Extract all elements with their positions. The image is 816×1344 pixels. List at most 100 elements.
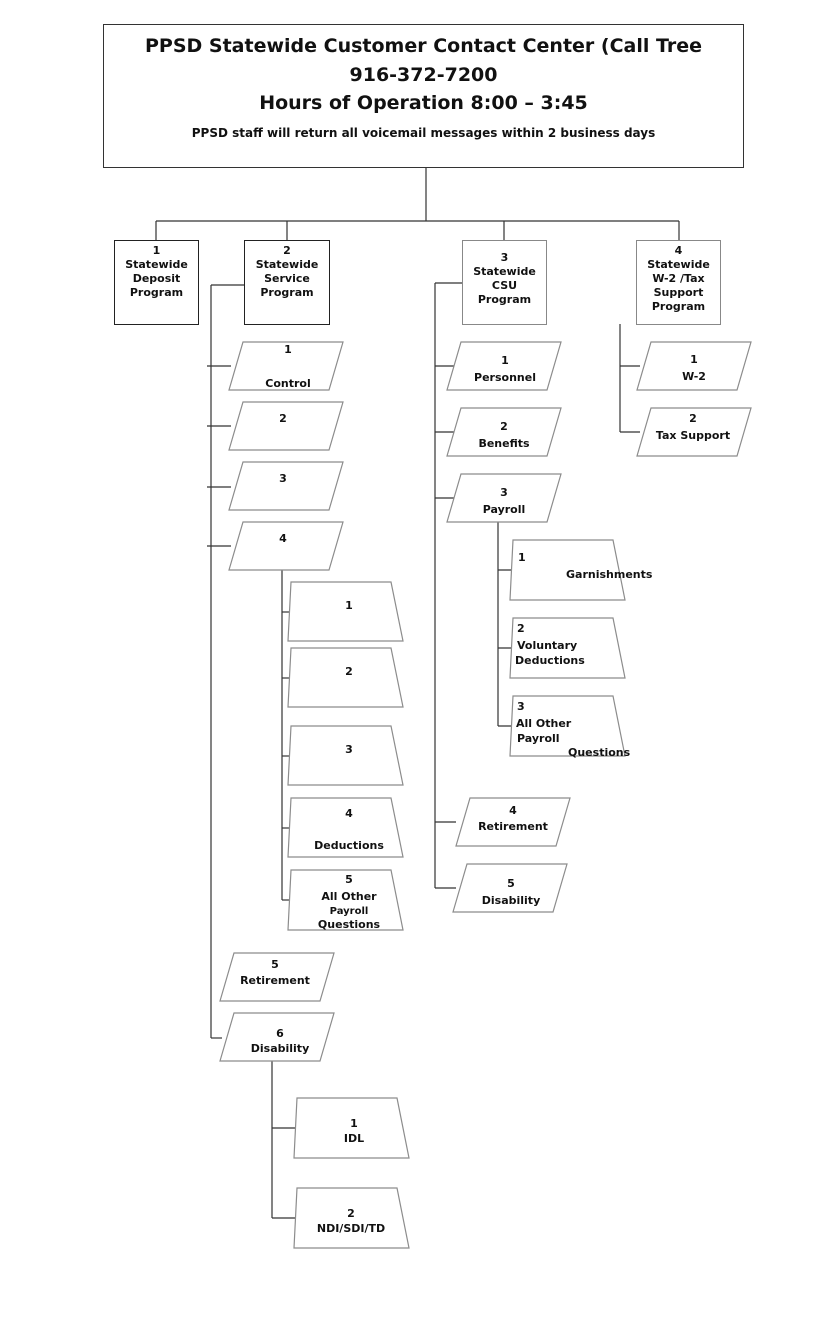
parallelogram-shape: [228, 401, 344, 451]
node-label: Disability: [251, 1042, 310, 1055]
top-node-2-service: 2 Statewide Service Program: [244, 240, 330, 325]
node-label: Questions: [568, 746, 631, 759]
service-options-node-2: 2: [228, 401, 344, 451]
service-options-node-3: 3: [228, 461, 344, 511]
header-note: PPSD staff will return all voicemail mes…: [191, 126, 656, 140]
node-label: 2: [279, 412, 287, 425]
node-line: W-2 /Tax: [652, 272, 705, 285]
node-label: All Other: [516, 717, 572, 730]
node-line: 1: [152, 244, 161, 257]
node-label: 1: [284, 343, 292, 356]
node-label: 4: [509, 804, 517, 817]
node-line: Deposit: [132, 272, 181, 285]
node-label: 4: [345, 807, 353, 820]
trapezoid-shape: [509, 695, 626, 757]
header-title: PPSD Statewide Customer Contact Center (…: [144, 35, 703, 57]
node-label: 3: [517, 700, 525, 713]
node-label: Tax Support: [656, 429, 730, 442]
trapezoid-shape: [293, 1097, 410, 1159]
node-label: NDI/SDI/TD: [317, 1222, 385, 1235]
parallelogram-shape: [228, 521, 344, 571]
top-node-1-deposit: 1 Statewide Deposit Program: [114, 240, 199, 325]
node-label: Payroll: [330, 906, 369, 917]
node-label: 1: [690, 353, 698, 366]
node-line: Program: [477, 293, 532, 306]
parallelogram-shape: [228, 341, 344, 391]
node-line: Statewide: [125, 258, 188, 271]
node-label: 2: [500, 420, 508, 433]
parallelogram-shape: [636, 407, 752, 457]
node-label: 1: [518, 551, 526, 564]
node-label: Questions: [318, 918, 381, 931]
service-payroll-options-node-3: 3: [287, 725, 404, 786]
node-label: 6: [276, 1027, 284, 1040]
node-label: 5: [271, 958, 279, 971]
node-label: 1: [501, 354, 509, 367]
node-line: Statewide: [647, 258, 710, 271]
node-label: 5: [507, 877, 515, 890]
node-label: 3: [345, 743, 353, 756]
node-line: Statewide: [473, 265, 536, 278]
node-label: Payroll: [517, 732, 560, 745]
header-hours: Hours of Operation 8:00 – 3:45: [259, 92, 588, 114]
node-label: 3: [279, 472, 287, 485]
node-label: 2: [517, 622, 525, 635]
parallelogram-shape: [446, 341, 562, 391]
option-shapes: 1Control2345Retirement6Disability1234Ded…: [219, 341, 752, 1249]
node-label: Retirement: [240, 974, 310, 987]
trapezoid-shape: [509, 617, 626, 679]
node-label: All Other: [321, 890, 377, 903]
node-line: Statewide: [255, 258, 319, 271]
header-phone: 916-372-7200: [349, 64, 498, 86]
trapezoid-shape: [287, 797, 404, 858]
parallelogram-shape: [636, 341, 752, 391]
node-label: Disability: [482, 894, 541, 907]
node-line: Program: [260, 286, 314, 299]
node-line: Program: [129, 286, 184, 299]
node-label: 3: [500, 486, 508, 499]
node-label: 1: [345, 599, 353, 612]
node-line: Service: [264, 272, 310, 285]
node-line: Program: [651, 300, 706, 313]
node-line: Support: [653, 286, 704, 299]
trapezoid-shape: [293, 1187, 410, 1249]
node-label: Control: [265, 377, 310, 390]
node-label: Deductions: [314, 839, 384, 852]
service-payroll-options-node-2: 2: [287, 647, 404, 708]
node-label: Deductions: [515, 654, 585, 667]
parallelogram-shape: [446, 407, 562, 457]
node-label: W-2: [682, 370, 706, 383]
node-line: 3: [500, 251, 509, 264]
node-label: Personnel: [474, 371, 536, 384]
trapezoid-shape: [509, 539, 626, 601]
node-label: Retirement: [478, 820, 548, 833]
node-label: 2: [689, 412, 697, 425]
parallelogram-shape: [228, 461, 344, 511]
top-node-3-csu: 3 Statewide CSU Program: [462, 240, 547, 325]
parallelogram-shape: [452, 863, 568, 913]
service-options-node-4: 4: [228, 521, 344, 571]
node-label: 4: [279, 532, 287, 545]
node-label: Payroll: [483, 503, 526, 516]
node-label: 1: [350, 1117, 358, 1130]
node-label: 2: [345, 665, 353, 678]
trapezoid-shape: [287, 725, 404, 786]
node-line: 2: [283, 244, 291, 257]
node-line: CSU: [491, 279, 518, 292]
node-label: Voluntary: [517, 639, 577, 652]
top-node-4-w2-tax: 4 Statewide W-2 /Tax Support Program: [636, 240, 721, 325]
node-label: 5: [345, 873, 353, 886]
